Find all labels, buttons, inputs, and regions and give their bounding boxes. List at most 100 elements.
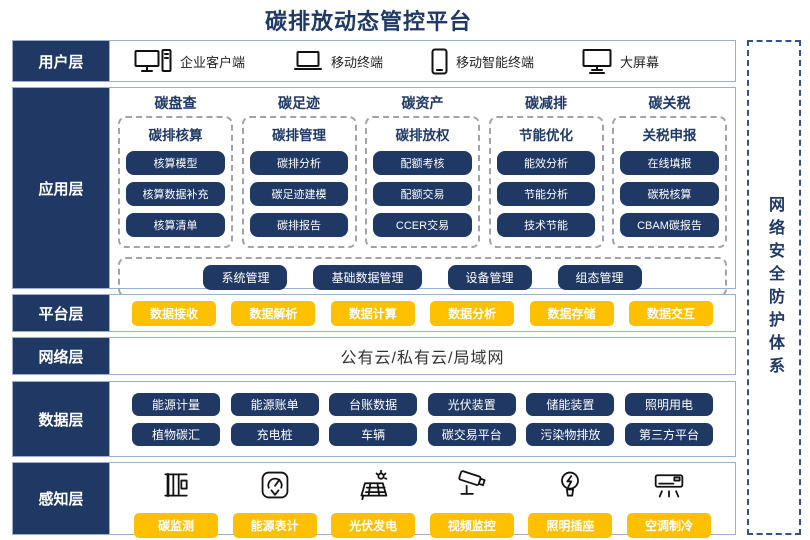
app-module-chip: 在线填报 (620, 151, 719, 175)
perception-item-carbon-monitoring: 碳监测 (134, 467, 218, 538)
app-column-header: 碳盘查 (154, 95, 197, 111)
perception-chip: 碳监测 (134, 513, 218, 538)
user-item-big-screen: 大屏幕 (582, 48, 659, 75)
data-chip: 储能装置 (526, 392, 615, 416)
app-module-chip: 节能分析 (496, 182, 596, 206)
perception-layer-section: 感知层 碳监测 (12, 462, 736, 538)
data-chip: 车辆 (329, 422, 418, 446)
data-chip: 照明用电 (624, 392, 713, 416)
user-item-smart-terminal: 移动智能终端 (431, 48, 534, 75)
user-item-label: 大屏幕 (620, 54, 660, 70)
platform-layer-label: 平台层 (13, 295, 110, 331)
network-security-band-text: 网络安全防护体系 (766, 195, 783, 380)
cctv-camera-icon (458, 470, 486, 495)
app-common-chip: 系统管理 (203, 264, 288, 290)
energy-meter-icon (261, 471, 288, 499)
app-column-carbon-tariff: 碳关税 关税申报 在线填报 碳税核算 CBAM碳报告 (612, 93, 727, 248)
app-common-management-box: 系统管理 基础数据管理 设备管理 组态管理 (118, 257, 727, 297)
app-module-chip: CCER交易 (373, 213, 472, 237)
page-title: 碳排放动态管控平台 (264, 9, 472, 34)
app-column-box: 关税申报 在线填报 碳税核算 CBAM碳报告 (612, 116, 727, 248)
desktop-pc-icon (134, 49, 172, 72)
application-layer-section: 应用层 碳盘查 碳排核算 核算模型 核算数据补充 核算清单 碳足迹 碳排管理 (12, 87, 736, 297)
user-item-label: 移动智能终端 (456, 54, 535, 70)
user-item-label: 移动终端 (331, 54, 384, 70)
app-column-title: 节能优化 (519, 128, 573, 143)
app-module-chip: 核算数据补充 (126, 182, 225, 206)
user-item-label: 企业客户端 (180, 54, 246, 70)
data-chip: 植物碳汇 (132, 422, 220, 446)
laptop-icon (294, 51, 323, 70)
perception-item-lighting-socket: 照明插座 (528, 467, 613, 538)
data-source-row: 能源计量 能源账单 台账数据 光伏装置 储能装置 照明用电 (132, 392, 713, 416)
platform-chip: 数据接收 (132, 300, 216, 326)
data-chip: 碳交易平台 (427, 422, 516, 446)
platform-chip: 数据分析 (430, 300, 515, 326)
perception-item-energy-meter: 能源表计 (232, 467, 317, 538)
perception-layer-label: 感知层 (13, 463, 110, 534)
network-layer-section: 网络层 公有云/私有云/局域网 (12, 337, 736, 375)
app-column-title: 碳排放权 (395, 128, 450, 143)
app-column-box: 节能优化 能效分析 节能分析 技术节能 (488, 116, 604, 248)
app-module-chip: CBAM碳报告 (620, 213, 719, 237)
data-chip: 能源账单 (230, 392, 319, 416)
perception-item-video-surveillance: 视频监控 (429, 467, 514, 538)
app-column-header: 碳资产 (401, 95, 444, 111)
carbon-monitor-icon (164, 473, 188, 497)
platform-chip: 数据存储 (529, 300, 614, 326)
app-column-header: 碳足迹 (278, 95, 320, 111)
app-common-chip: 设备管理 (447, 264, 532, 290)
application-layer-label: 应用层 (13, 88, 110, 288)
app-column-carbon-footprint: 碳足迹 碳排管理 碳排分析 碳足迹建模 碳排报告 (241, 93, 357, 248)
app-module-chip: 碳排分析 (249, 151, 349, 175)
app-module-chip: 能效分析 (496, 151, 596, 175)
user-layer-label: 用户层 (13, 41, 110, 81)
user-item-enterprise-client: 企业客户端 (134, 48, 245, 74)
platform-chip: 数据交互 (628, 300, 713, 326)
app-module-chip: 碳足迹建模 (249, 182, 349, 206)
network-layer-text: 公有云/私有云/局域网 (340, 350, 505, 367)
app-column-carbon-asset: 碳资产 碳排放权 配额考核 配额交易 CCER交易 (365, 93, 480, 248)
app-column-box: 碳排放权 配额考核 配额交易 CCER交易 (365, 116, 480, 248)
app-column-title: 碳排核算 (148, 128, 203, 143)
app-column-header: 碳减排 (525, 95, 567, 111)
perception-chip: 能源表计 (232, 513, 317, 538)
perception-chip: 空调制冷 (626, 513, 711, 538)
perception-chip: 照明插座 (528, 513, 613, 538)
perception-item-solar-power: 光伏发电 (331, 467, 416, 538)
perception-chip: 光伏发电 (331, 513, 416, 538)
data-layer-label: 数据层 (13, 382, 110, 456)
app-module-chip: 配额考核 (373, 151, 472, 175)
app-common-chip: 组态管理 (557, 264, 642, 290)
app-column-box: 碳排核算 核算模型 核算数据补充 核算清单 (118, 116, 233, 248)
app-column-header: 碳关税 (648, 95, 691, 111)
app-column-title: 关税申报 (642, 128, 697, 143)
data-chip: 能源计量 (132, 392, 220, 416)
perception-item-air-conditioning: 空调制冷 (626, 467, 711, 538)
air-conditioner-icon (654, 474, 684, 498)
data-chip: 光伏装置 (427, 392, 516, 416)
big-screen-icon (582, 48, 612, 74)
app-column-carbon-reduction: 碳减排 节能优化 能效分析 节能分析 技术节能 (488, 93, 604, 248)
app-module-chip: 技术节能 (496, 213, 596, 237)
app-module-chip: 配额交易 (373, 182, 472, 206)
user-layer-section: 用户层 企业客户端 移动终端 (12, 40, 736, 82)
network-layer-label: 网络层 (13, 338, 110, 374)
app-module-chip: 核算清单 (126, 213, 225, 237)
data-chip: 台账数据 (329, 392, 418, 416)
app-module-chip: 碳税核算 (620, 182, 719, 206)
perception-chip: 视频监控 (429, 513, 514, 538)
platform-chip: 数据解析 (231, 300, 316, 326)
data-layer-section: 数据层 能源计量 能源账单 台账数据 光伏装置 储能装置 照明用电 植物碳汇 充… (12, 381, 736, 457)
data-source-row: 植物碳汇 充电桩 车辆 碳交易平台 污染物排放 第三方平台 (132, 422, 713, 446)
app-module-chip: 核算模型 (126, 151, 225, 175)
app-column-title: 碳排管理 (272, 128, 326, 143)
platform-layer-section: 平台层 数据接收 数据解析 数据计算 数据分析 数据存储 数据交互 (12, 294, 736, 332)
data-chip: 充电桩 (230, 422, 319, 446)
app-module-chip: 碳排报告 (249, 213, 349, 237)
app-column-box: 碳排管理 碳排分析 碳足迹建模 碳排报告 (241, 116, 357, 248)
data-chip: 污染物排放 (526, 422, 615, 446)
data-chip: 第三方平台 (624, 422, 713, 446)
light-bulb-icon (561, 471, 580, 497)
